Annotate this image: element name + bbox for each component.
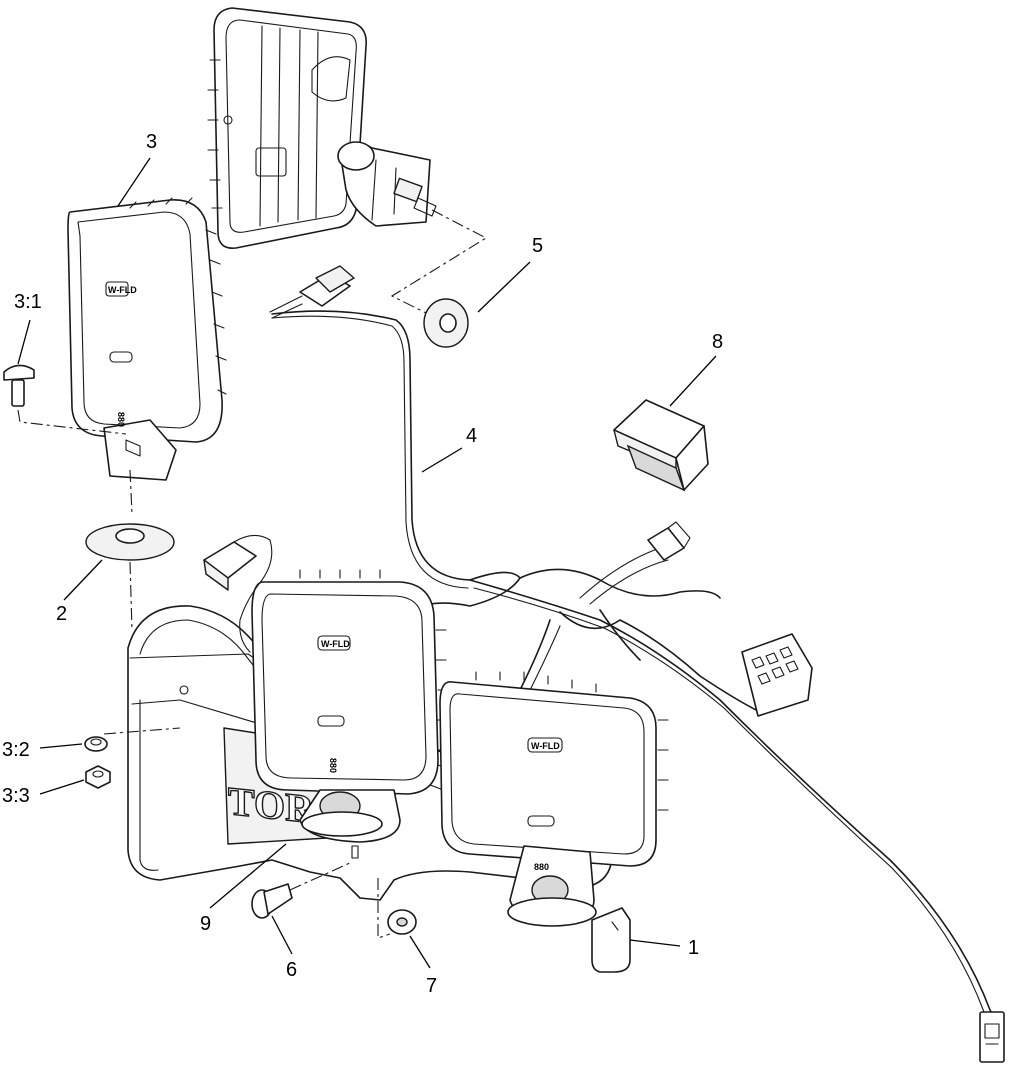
assembly-line-washer <box>129 469 133 515</box>
lamp-center: W-FLD 880 <box>251 569 449 843</box>
hex-nut <box>85 765 111 789</box>
callout-3-2: 3:2 <box>2 739 30 761</box>
lamp-right: W-FLD 880 <box>439 671 669 927</box>
harness-connector-top <box>269 265 355 319</box>
harness-connector-branch <box>647 521 691 561</box>
grommet <box>423 298 469 348</box>
callout-3-3: 3:3 <box>2 785 30 807</box>
callout-8: 8 <box>712 331 723 353</box>
callout-6: 6 <box>286 959 297 981</box>
lock-washer <box>84 736 108 752</box>
assembly-line-grommet <box>390 209 488 319</box>
callout-4: 4 <box>466 425 477 447</box>
callout-5: 5 <box>532 235 543 257</box>
callout-3: 3 <box>146 131 157 153</box>
lamp-label-front-center: W-FLD <box>321 639 350 649</box>
relay-connector <box>741 633 813 717</box>
lamp-label-front-right: W-FLD <box>531 741 560 751</box>
lamp-code-label-center: 880 <box>328 758 338 773</box>
harness-connector-end <box>979 1011 1005 1063</box>
callout-9: 9 <box>200 913 211 935</box>
carriage-bolt <box>3 364 35 407</box>
assembly-line-bolt-6 <box>289 861 353 891</box>
lamp-connector <box>203 534 273 653</box>
hex-bolt <box>251 883 293 919</box>
callout-3-1: 3:1 <box>14 291 42 313</box>
flange-nut <box>387 909 417 935</box>
lamp-code-label-right: 880 <box>534 862 549 872</box>
lamp-label-front: W-FLD <box>108 285 137 295</box>
callout-7: 7 <box>426 975 437 997</box>
lamp-code-label: 880 <box>116 412 126 427</box>
lamp-upper-left: W-FLD 880 <box>67 197 227 481</box>
assembly-line-nut <box>103 727 181 735</box>
assembly-line-bracket <box>129 561 133 631</box>
callout-2: 2 <box>56 603 67 625</box>
top-lamp-rear <box>207 7 437 249</box>
assembly-line-bolt <box>17 409 127 435</box>
spring-clip <box>591 907 631 973</box>
rocker-switch <box>613 399 709 492</box>
washer <box>85 523 175 561</box>
leader-lines <box>17 157 717 969</box>
callout-1: 1 <box>688 937 699 959</box>
